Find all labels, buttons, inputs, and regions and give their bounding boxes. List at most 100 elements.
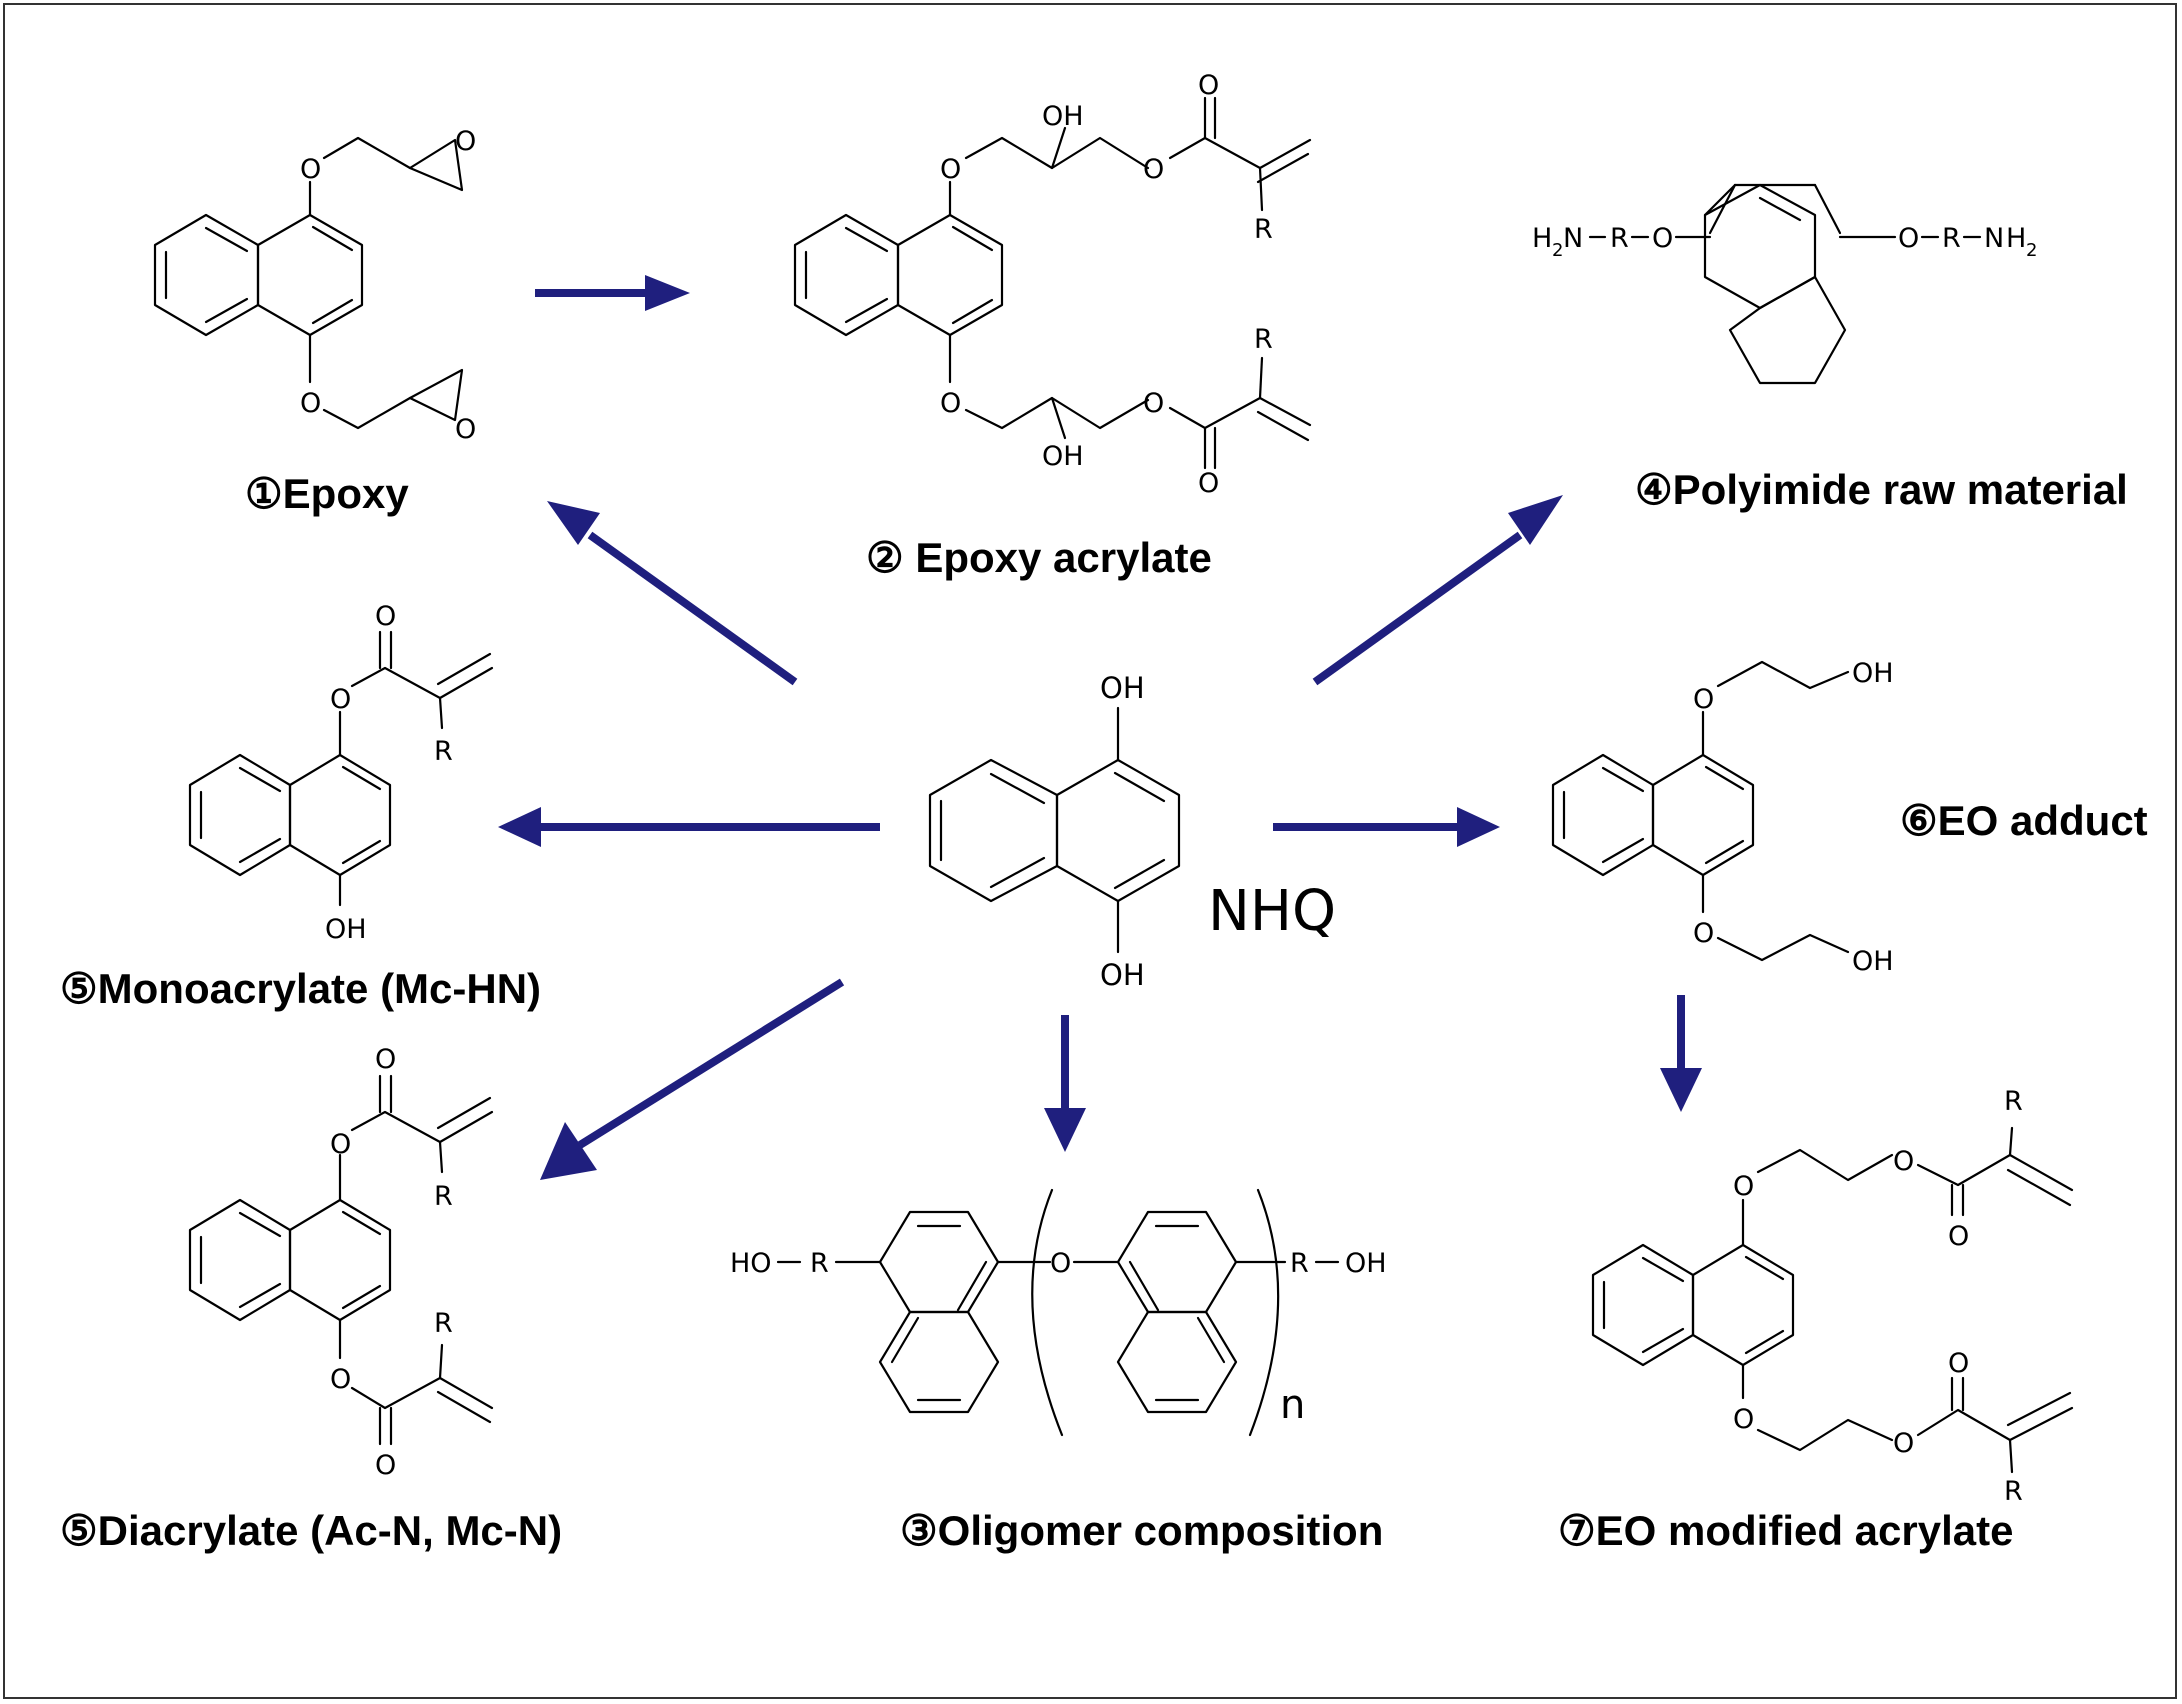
- arrow-to-monoacrylate: [498, 807, 880, 847]
- bond: [436, 1390, 492, 1424]
- atom-label: R: [2004, 1476, 2023, 1507]
- arrow-shaft: [1312, 531, 1523, 686]
- bond: [1258, 356, 1264, 400]
- eo-adduct-molecule: O OH O OH ⑥EO adduct: [1551, 658, 2148, 977]
- bond: [322, 396, 412, 430]
- atom-label: HO: [730, 1248, 772, 1279]
- arrow-head: [547, 501, 600, 545]
- bond: [989, 772, 1046, 805]
- bond: [2008, 1438, 2014, 1474]
- atom-label: O: [1693, 684, 1714, 715]
- label-monoacrylate: ⑤Monoacrylate (Mc-HN): [60, 965, 541, 1012]
- bond: [989, 856, 1046, 889]
- bond: [1168, 136, 1262, 170]
- bond: [2008, 1406, 2074, 1442]
- bond: [1703, 183, 1817, 310]
- bond: [1703, 183, 1737, 217]
- bond: [1708, 183, 1737, 235]
- bond: [1256, 152, 1310, 184]
- atom-label: R: [1942, 223, 1961, 254]
- bond: [844, 297, 889, 324]
- bond: [1651, 753, 1755, 877]
- atom-label: O: [330, 1129, 351, 1160]
- bond: [1641, 1256, 1685, 1283]
- atom-label: O: [375, 601, 396, 632]
- bond: [288, 1198, 392, 1322]
- bond: [1704, 765, 1745, 791]
- bond: [1113, 771, 1166, 803]
- atom-label: R: [1290, 1248, 1309, 1279]
- arrow-head: [1660, 1068, 1702, 1112]
- bond: [1813, 183, 1842, 235]
- bond: [311, 225, 354, 252]
- bond: [928, 758, 1059, 903]
- bond: [256, 213, 364, 337]
- atom-label: R: [434, 736, 453, 767]
- bond: [438, 696, 444, 730]
- bond: [1050, 126, 1067, 170]
- bond: [1916, 1408, 2012, 1442]
- arrow-to-eo-modified: [1660, 995, 1702, 1112]
- atom-label: 2: [2026, 240, 2037, 261]
- bond: [436, 652, 492, 686]
- bond: [438, 1110, 494, 1144]
- label-polyimide: ④Polyimide raw material: [1635, 466, 2128, 513]
- atom-label: O: [1652, 223, 1673, 254]
- bond: [793, 213, 900, 337]
- atom-label: O: [1898, 223, 1919, 254]
- bond: [238, 1211, 282, 1238]
- atom-label: N: [1984, 223, 2004, 254]
- atom-label: O: [1893, 1428, 1914, 1459]
- bond: [1128, 1260, 1160, 1312]
- diagram-frame: [3, 3, 2177, 1699]
- bond: [408, 368, 464, 422]
- atom-label: O: [1198, 468, 1219, 499]
- bond: [1031, 1188, 1064, 1437]
- atom-label: H: [2006, 223, 2026, 254]
- bond: [438, 1343, 444, 1380]
- bond: [288, 753, 392, 877]
- bond: [350, 1110, 442, 1144]
- arrow-head: [540, 1122, 597, 1180]
- bond: [956, 1260, 988, 1312]
- bond: [1601, 837, 1645, 864]
- atom-label: N: [1563, 223, 1583, 254]
- bond: [341, 1210, 382, 1236]
- arrow-shaft: [577, 978, 845, 1149]
- label-oligomer: ③Oligomer composition: [900, 1507, 1383, 1554]
- bond: [1716, 933, 1850, 962]
- bond: [2008, 1126, 2014, 1157]
- atom-label: O: [1143, 388, 1164, 419]
- atom-label: O: [1733, 1404, 1754, 1435]
- atom-label: O: [375, 1044, 396, 1075]
- bond: [878, 1310, 1000, 1414]
- bond: [1258, 396, 1312, 427]
- atom-label: OH: [1042, 101, 1084, 132]
- bond: [438, 666, 494, 700]
- atom-label: O: [940, 154, 961, 185]
- bond: [1116, 1310, 1238, 1414]
- arrow-to-epoxy-acrylate: [535, 275, 690, 311]
- bond: [896, 213, 1004, 337]
- arrow-to-eo-adduct: [1273, 807, 1500, 847]
- oligomer-molecule: HO R HO O n R OH ③Oligomer composition: [730, 1188, 1387, 1554]
- eo-modified-acrylate-molecule: O O O R O O O R ⑦EO modified acrylate: [1558, 1086, 2074, 1554]
- atom-label: O: [330, 1364, 351, 1395]
- atom-label: O: [1733, 1171, 1754, 1202]
- atom-label: O: [375, 1450, 396, 1481]
- bond: [153, 213, 260, 337]
- bond: [1704, 839, 1745, 865]
- nhq-label: NHQ: [1208, 879, 1336, 944]
- atom-label: OH: [1345, 1248, 1387, 1279]
- atom-label: O: [300, 388, 321, 419]
- bond: [1196, 1316, 1226, 1364]
- label-diacrylate: ⑤Diacrylate (Ac-N, Mc-N): [60, 1507, 562, 1554]
- bond: [1916, 1153, 2012, 1187]
- atom-label: OH: [1852, 946, 1894, 977]
- nhq-oh-bottom: OH: [1100, 958, 1145, 992]
- arrow-to-polyimide: [1312, 495, 1563, 686]
- bond: [1248, 1188, 1280, 1437]
- bond: [408, 138, 464, 192]
- bond: [2006, 1168, 2072, 1207]
- atom-label: n: [1280, 1382, 1305, 1428]
